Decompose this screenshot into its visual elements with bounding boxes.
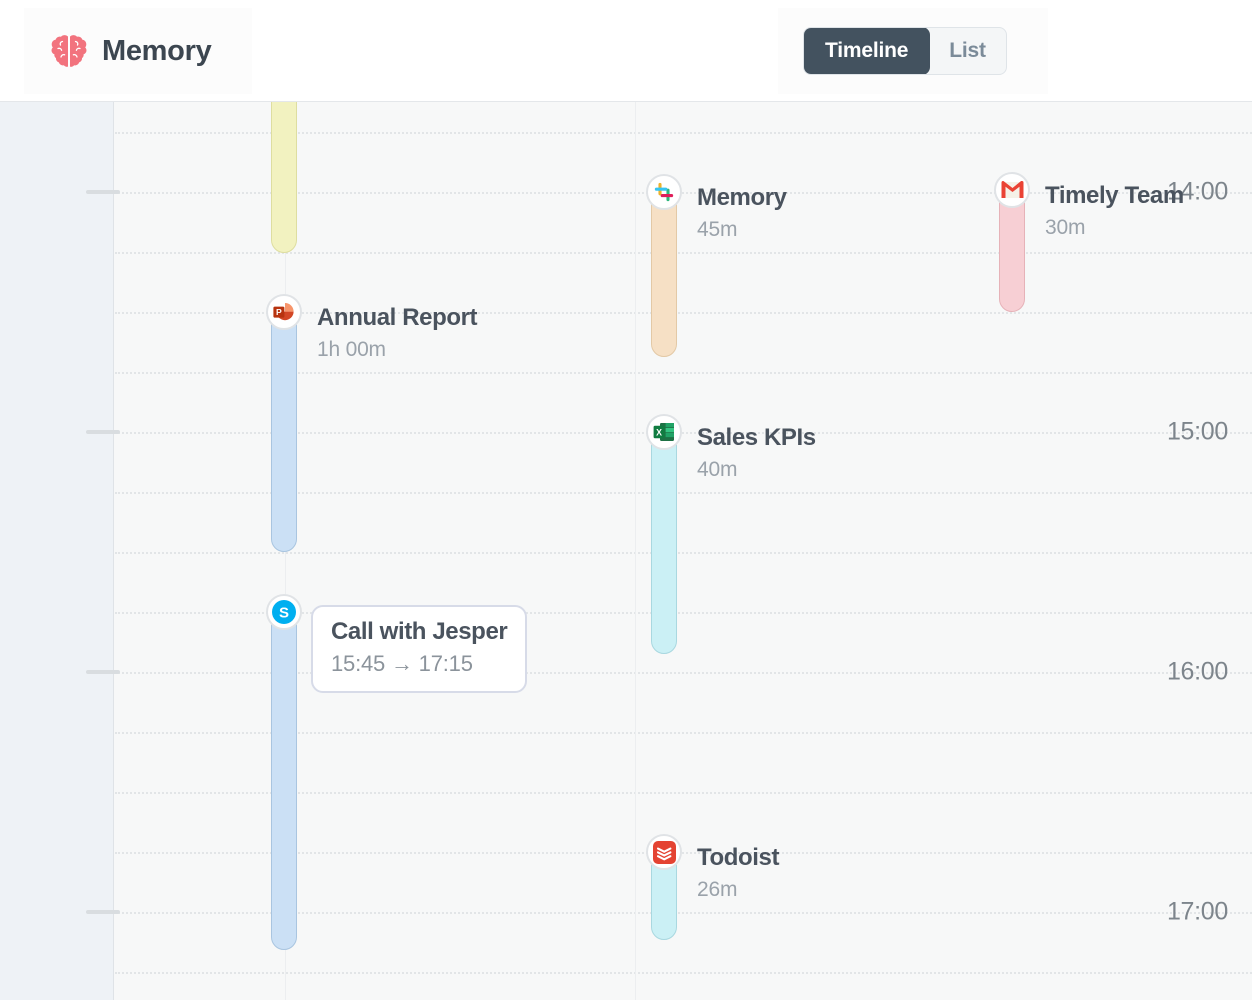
hour-tick: [86, 910, 120, 914]
time-gutter: [0, 102, 114, 1000]
gridline: [115, 732, 1252, 734]
hour-label-14-00: 14:00: [1166, 177, 1228, 206]
timeline-board[interactable]: 14:00 15:00 16:00 17:00 P Annual Report 1h 00…: [0, 102, 1252, 1000]
gridline: [115, 792, 1252, 794]
event-label[interactable]: Sales KPIs 40m: [697, 424, 816, 482]
excel-icon[interactable]: X: [646, 414, 682, 450]
event-duration: 26m: [697, 878, 738, 902]
gridline: [115, 132, 1252, 134]
gridline: [115, 972, 1252, 974]
hour-label-15-00: 15:00: [1166, 417, 1228, 446]
skype-icon[interactable]: S: [266, 594, 302, 630]
event-bar[interactable]: [271, 312, 297, 552]
gridline: [115, 552, 1252, 554]
event-label[interactable]: Timely Team 30m: [1045, 182, 1184, 240]
svg-text:X: X: [656, 428, 662, 438]
gridline: [115, 612, 1252, 614]
gridline: [115, 672, 1252, 674]
view-toggle[interactable]: Timeline List: [803, 27, 1007, 75]
hour-tick: [86, 190, 120, 194]
gridline: [115, 372, 1252, 374]
slack-icon[interactable]: [646, 174, 682, 210]
gridline: [115, 312, 1252, 314]
event-title: Timely Team: [1045, 182, 1184, 209]
column-divider: [635, 102, 636, 1000]
hour-label-16-00: 16:00: [1166, 657, 1228, 686]
event-bar[interactable]: [651, 192, 677, 357]
event-bar[interactable]: [651, 432, 677, 654]
tab-list[interactable]: List: [929, 28, 1006, 74]
event-duration: 30m: [1045, 216, 1086, 240]
gridline: [115, 492, 1252, 494]
brand-name: Memory: [102, 34, 212, 67]
gmail-icon[interactable]: [994, 172, 1030, 208]
svg-text:P: P: [276, 307, 282, 317]
event-title: Memory: [697, 184, 787, 211]
event-label[interactable]: Todoist 26m: [697, 844, 780, 902]
powerpoint-icon[interactable]: P: [266, 294, 302, 330]
gridline: [115, 432, 1252, 434]
event-title: Annual Report: [317, 304, 478, 331]
hour-tick: [86, 670, 120, 674]
hour-label-17-00: 17:00: [1166, 897, 1228, 926]
event-label[interactable]: Memory 45m: [697, 184, 787, 242]
event-title: Call with Jesper: [331, 618, 508, 645]
tab-timeline[interactable]: Timeline: [803, 28, 931, 74]
brand-logo-panel: Memory: [24, 8, 252, 94]
hour-tick: [86, 430, 120, 434]
gridline: [115, 252, 1252, 254]
event-card[interactable]: Call with Jesper 15:45 → 17:15: [311, 605, 528, 693]
event-title: Sales KPIs: [697, 424, 816, 451]
gridline: [115, 852, 1252, 854]
gridline: [115, 192, 1252, 194]
event-bar[interactable]: [271, 612, 297, 950]
app-header: Memory Timeline List: [0, 0, 1252, 102]
event-time-range: 15:45 → 17:15: [331, 651, 473, 677]
brain-icon: [50, 34, 88, 68]
event-duration: 45m: [697, 218, 738, 242]
todoist-icon[interactable]: [646, 834, 682, 870]
view-toggle-panel: Timeline List: [778, 8, 1048, 94]
event-label[interactable]: Annual Report 1h 00m: [317, 304, 478, 362]
event-duration: 40m: [697, 458, 738, 482]
svg-text:S: S: [279, 605, 289, 622]
event-bar[interactable]: [271, 102, 297, 253]
event-bar[interactable]: [999, 190, 1025, 312]
event-title: Todoist: [697, 844, 780, 871]
gridline: [115, 912, 1252, 914]
event-duration: 1h 00m: [317, 338, 386, 362]
